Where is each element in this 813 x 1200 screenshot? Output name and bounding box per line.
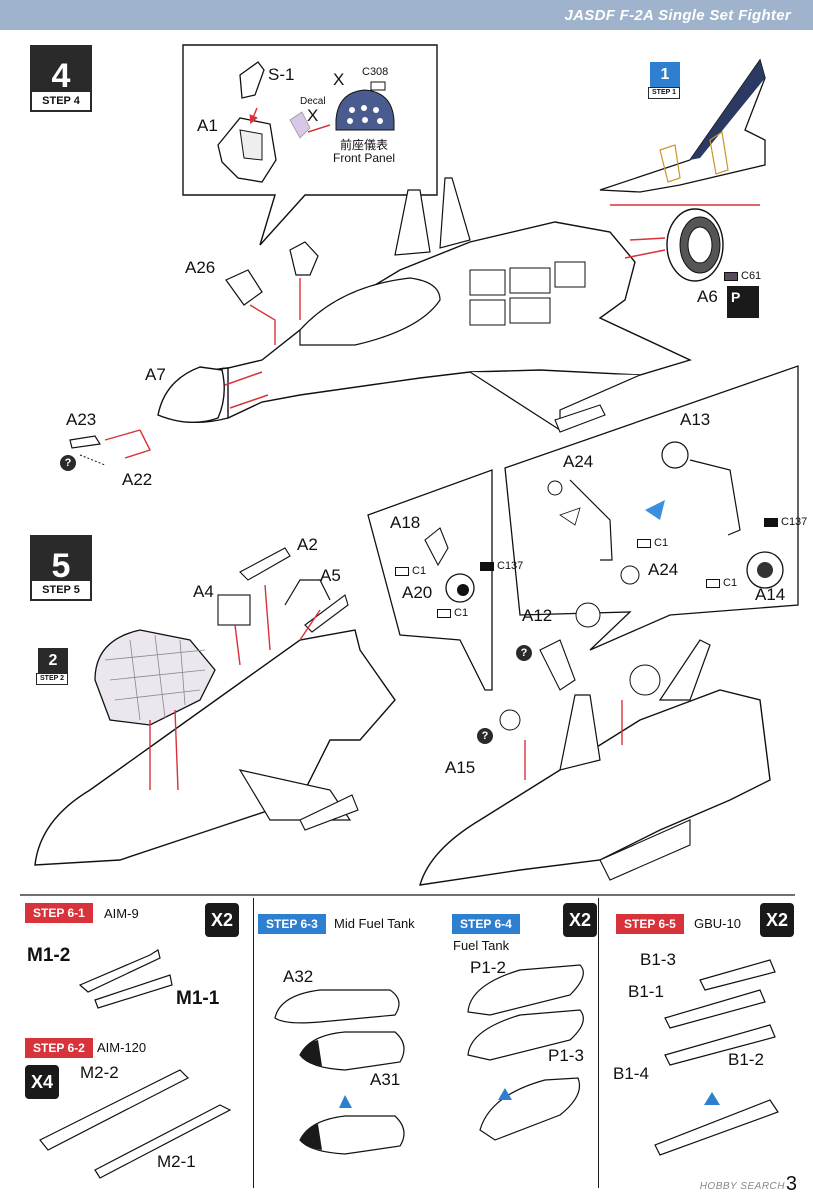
ref-step-number: 1 <box>650 62 680 88</box>
part-label-a26: A26 <box>185 258 216 277</box>
part-label: B1-4 <box>613 1064 649 1083</box>
part-label-a14: A14 <box>755 585 786 604</box>
part-label-a23: A23 <box>66 410 97 429</box>
part-label: P1-2 <box>470 958 506 977</box>
ref-step-label: STEP 1 <box>648 87 680 99</box>
part-label-a15: A15 <box>445 758 476 777</box>
part-label-a12: A12 <box>522 606 553 625</box>
question-mark-icon: ? <box>477 728 493 744</box>
step-tag: STEP 6-2 <box>25 1038 93 1058</box>
divider <box>598 898 599 1188</box>
color-code-c61: C61 <box>724 270 761 282</box>
callout-box-main-gear <box>504 365 799 651</box>
callout-box-nose-gear <box>367 469 493 691</box>
x-mark-decal: X <box>307 106 319 125</box>
color-code-c1: C1 <box>637 537 668 549</box>
step-tag: STEP 6-3 <box>258 914 326 934</box>
step-tag: STEP 6-1 <box>25 903 93 923</box>
quantity-badge: X4 <box>25 1065 59 1099</box>
part-label: B1-3 <box>640 950 676 969</box>
part-label: A31 <box>370 1070 401 1089</box>
front-panel-en: Front Panel <box>333 151 396 165</box>
divider <box>253 898 254 1188</box>
part-label: A32 <box>283 967 314 986</box>
quantity-badge: X2 <box>205 903 239 937</box>
x-mark-panel: X <box>333 70 345 89</box>
seat-part-s1 <box>239 61 265 99</box>
part-label-a22: A22 <box>122 470 153 489</box>
step-title: Fuel Tank <box>453 938 510 953</box>
page-header-title: JASDF F-2A Single Set Fighter <box>564 7 791 24</box>
callout-box-cockpit <box>182 44 438 246</box>
decal-label: Decal <box>300 96 326 107</box>
part-label: B1-1 <box>628 982 664 1001</box>
part-label-a4: A4 <box>193 582 214 601</box>
step-tag: STEP 6-5 <box>616 914 684 934</box>
part-label-a7: A7 <box>145 365 166 384</box>
fuselage-step4 <box>158 177 692 433</box>
part-label-a6: A6 <box>697 287 718 306</box>
part-label-a18: A18 <box>390 513 421 532</box>
part-label-a5: A5 <box>320 566 341 585</box>
part-label-a24-top: A24 <box>563 452 594 471</box>
decal-code: C308 <box>362 66 389 78</box>
step-label: STEP 5 <box>30 579 92 601</box>
ref-step-number: 2 <box>38 648 68 674</box>
part-label: M1-1 <box>176 988 220 1009</box>
fuselage-step5-gear <box>419 602 771 886</box>
step-label: STEP 4 <box>30 90 92 112</box>
part-label-a2: A2 <box>297 535 318 554</box>
step-title: AIM-9 <box>104 906 139 921</box>
part-label-a13: A13 <box>680 410 711 429</box>
part-label: M2-2 <box>80 1063 119 1082</box>
part-label-a1: A1 <box>197 116 218 135</box>
part-label: M2-1 <box>157 1152 196 1171</box>
page-number: 3 <box>785 1173 797 1195</box>
question-mark-icon: ? <box>60 455 76 471</box>
step-tag: STEP 6-4 <box>452 914 520 934</box>
color-code-c137: C137 <box>764 516 807 528</box>
ref-step-label: STEP 2 <box>36 673 68 685</box>
step-title: AIM-120 <box>97 1040 147 1055</box>
part-label-a24-bottom: A24 <box>648 560 679 579</box>
part-label: M1-2 <box>27 945 71 966</box>
color-code-c1: C1 <box>706 577 737 589</box>
part-label: B1-2 <box>728 1050 764 1069</box>
color-code-c1: C1 <box>437 607 468 619</box>
paint-icon: P <box>727 286 759 318</box>
question-mark-icon: ? <box>516 645 532 661</box>
color-code-c1: C1 <box>395 565 426 577</box>
part-label: P1-3 <box>548 1046 584 1065</box>
quantity-badge: X2 <box>760 903 794 937</box>
part-label-a20: A20 <box>402 583 433 602</box>
part-label-s1: S-1 <box>268 65 295 84</box>
quantity-badge: X2 <box>563 903 597 937</box>
fuselage-step5 <box>34 547 396 866</box>
header-bar: JASDF F-2A Single Set Fighter <box>0 0 813 30</box>
step-title: GBU-10 <box>694 916 741 931</box>
front-panel-jp: 前座儀表 <box>340 138 389 152</box>
watermark: HOBBY SEARCH <box>699 1181 785 1192</box>
step-title: Mid Fuel Tank <box>334 916 415 931</box>
color-code-c137: C137 <box>480 560 523 572</box>
